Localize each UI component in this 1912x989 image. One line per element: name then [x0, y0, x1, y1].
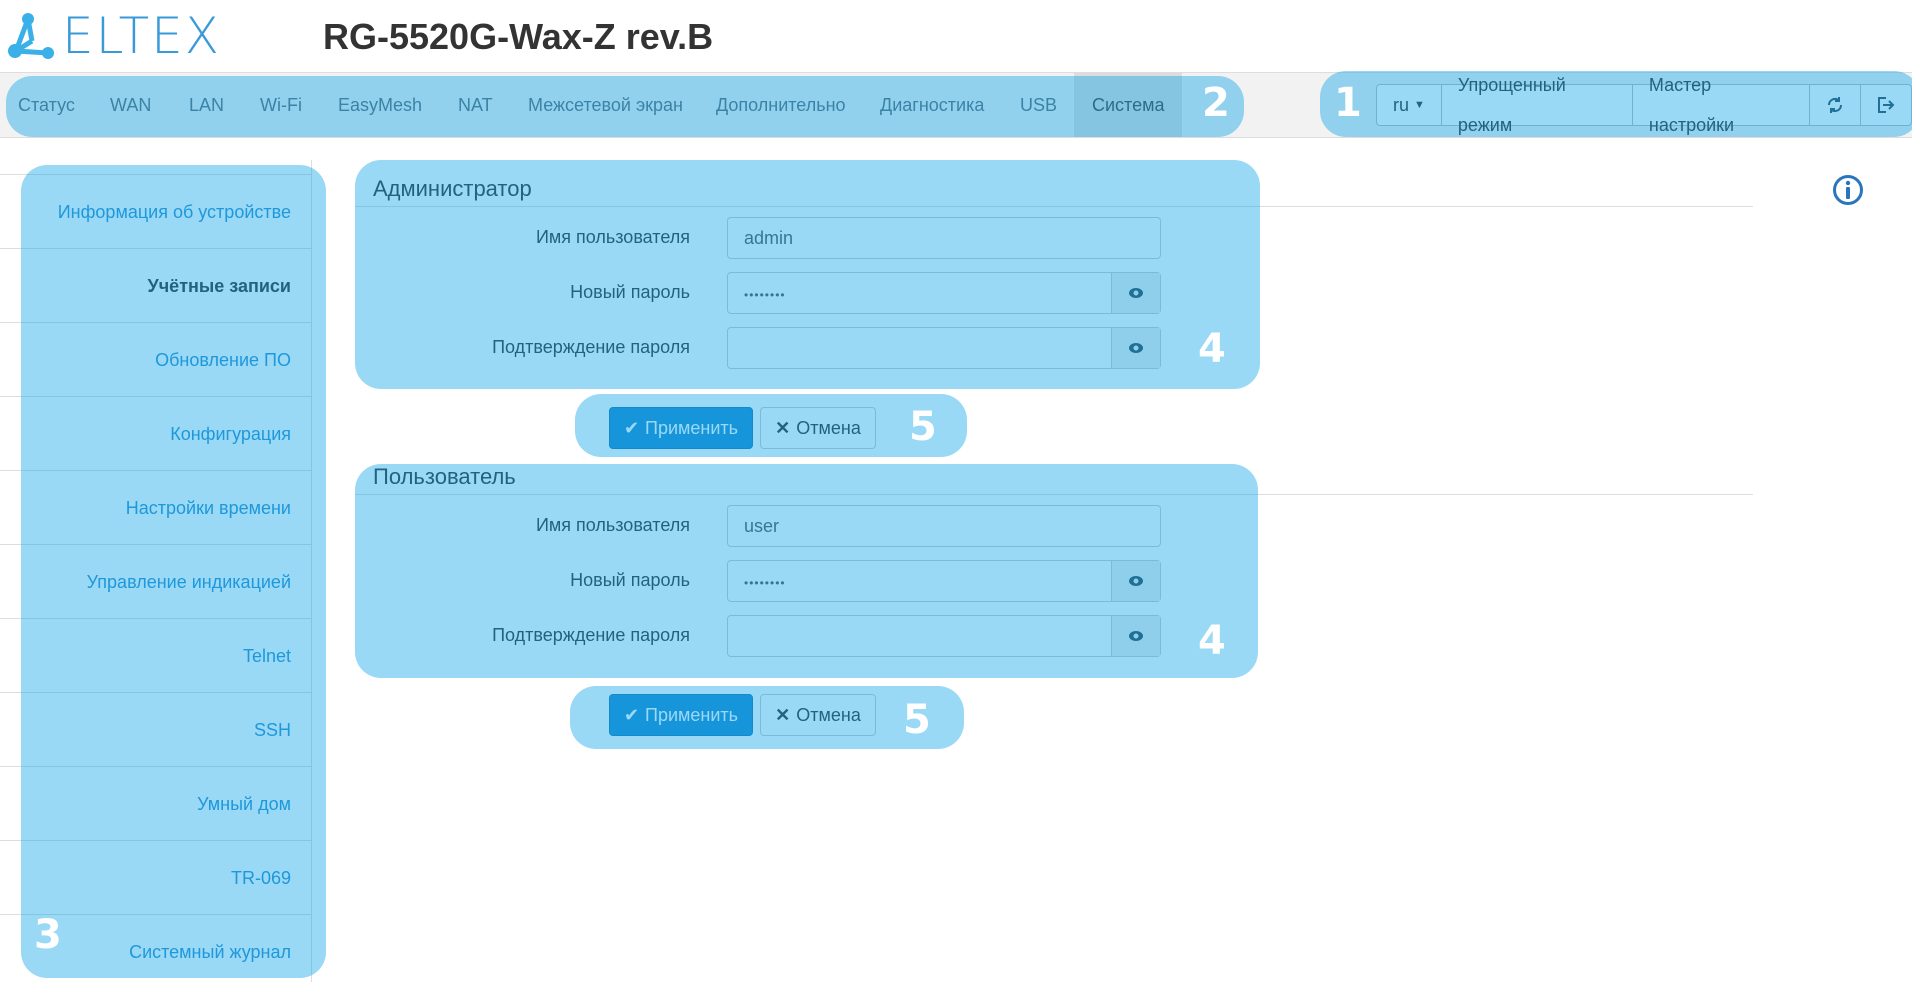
user-section-title: Пользователь: [373, 464, 516, 489]
sidebar-item-smart-home[interactable]: Умный дом: [0, 766, 311, 840]
admin-password-label: Новый пароль: [570, 282, 690, 302]
nav-wifi[interactable]: Wi-Fi: [260, 95, 302, 115]
admin-password-input[interactable]: ••••••••: [727, 272, 1161, 314]
admin-apply-button[interactable]: ✔Применить: [609, 407, 753, 449]
show-confirm-button[interactable]: [1111, 328, 1160, 368]
cancel-label: Отмена: [796, 704, 861, 725]
refresh-icon: [1827, 97, 1843, 113]
annotation-number: 5: [903, 697, 931, 743]
sidebar: Информация об устройстве Учётные записи …: [0, 174, 311, 988]
show-password-button[interactable]: [1111, 273, 1160, 313]
annotation-number: 1: [1334, 80, 1362, 126]
eye-icon: [1129, 343, 1143, 353]
nav-firewall[interactable]: Межсетевой экран: [528, 95, 683, 115]
user-confirm-input[interactable]: [727, 615, 1161, 657]
device-title: RG-5520G-Wax-Z rev.B: [323, 16, 714, 57]
eye-icon: [1129, 288, 1143, 298]
user-username-label: Имя пользователя: [535, 515, 690, 535]
sidebar-item-syslog[interactable]: Системный журнал: [0, 914, 311, 988]
nav-wan[interactable]: WAN: [110, 95, 152, 115]
user-confirm-label: Подтверждение пароля: [492, 625, 690, 645]
annotation-number: 4: [1198, 326, 1226, 372]
language-dropdown[interactable]: ru ▼: [1377, 85, 1442, 125]
admin-confirm-label: Подтверждение пароля: [492, 337, 690, 357]
admin-password-value: ••••••••: [744, 288, 786, 302]
user-password-label: Новый пароль: [570, 570, 690, 590]
nav-system[interactable]: Система: [1074, 73, 1182, 137]
user-apply-button[interactable]: ✔Применить: [609, 694, 753, 736]
admin-confirm-input[interactable]: [727, 327, 1161, 369]
nav-easymesh[interactable]: EasyMesh: [338, 95, 423, 115]
simple-mode-button[interactable]: Упрощенный режим: [1442, 75, 1633, 135]
nav-advanced[interactable]: Дополнительно: [716, 95, 846, 115]
sidebar-item-ssh[interactable]: SSH: [0, 692, 311, 766]
check-icon: ✔: [623, 704, 640, 725]
logout-button[interactable]: [1861, 85, 1911, 125]
divider: [355, 206, 1753, 207]
sidebar-item-configuration[interactable]: Конфигурация: [0, 396, 311, 470]
info-icon: [1833, 175, 1863, 205]
logout-icon: [1878, 97, 1895, 113]
user-cancel-button[interactable]: ✕Отмена: [760, 694, 876, 736]
eltex-logo: ELTEX: [6, 7, 246, 65]
setup-wizard-button[interactable]: Мастер настройки: [1633, 75, 1810, 135]
nav-usb[interactable]: USB: [1020, 95, 1058, 115]
eye-icon: [1129, 631, 1143, 641]
close-icon: ✕: [775, 704, 791, 725]
apply-label: Применить: [645, 704, 739, 725]
sidebar-item-time[interactable]: Настройки времени: [0, 470, 311, 544]
sidebar-item-leds[interactable]: Управление индикацией: [0, 544, 311, 618]
apply-label: Применить: [645, 417, 739, 438]
admin-section-title: Администратор: [373, 176, 532, 201]
language-value: ru: [1393, 95, 1410, 115]
annotation-number: 2: [1202, 80, 1230, 126]
refresh-button[interactable]: [1810, 85, 1861, 125]
show-password-button[interactable]: [1111, 561, 1160, 601]
cancel-label: Отмена: [796, 417, 861, 438]
user-password-value: ••••••••: [744, 576, 786, 590]
divider: [355, 494, 1753, 495]
user-password-input[interactable]: ••••••••: [727, 560, 1161, 602]
show-confirm-button[interactable]: [1111, 616, 1160, 656]
annotation-number: 5: [909, 404, 937, 450]
eye-icon: [1129, 576, 1143, 586]
sidebar-item-tr069[interactable]: TR-069: [0, 840, 311, 914]
nav-status[interactable]: Статус: [18, 95, 75, 115]
annotation-number: 3: [34, 912, 62, 958]
close-icon: ✕: [775, 417, 791, 438]
caret-down-icon: ▼: [1414, 99, 1425, 111]
admin-username-label: Имя пользователя: [535, 227, 690, 247]
sidebar-item-device-info[interactable]: Информация об устройстве: [0, 174, 311, 248]
sidebar-divider: [311, 160, 312, 982]
nav-nat[interactable]: NAT: [458, 95, 493, 115]
nav-diagnostics[interactable]: Диагностика: [880, 95, 985, 115]
check-icon: ✔: [623, 417, 640, 438]
toolbar: ru ▼ Упрощенный режим Мастер настройки: [1376, 75, 1912, 135]
user-username-input[interactable]: user: [727, 505, 1161, 547]
nav-lan[interactable]: LAN: [189, 95, 225, 115]
eltex-logo-icon: [8, 13, 54, 59]
logo-text: ELTEX: [62, 7, 221, 65]
info-button[interactable]: [1832, 174, 1864, 211]
sidebar-item-accounts[interactable]: Учётные записи: [0, 248, 311, 322]
admin-username-input[interactable]: admin: [727, 217, 1161, 259]
sidebar-item-telnet[interactable]: Telnet: [0, 618, 311, 692]
admin-cancel-button[interactable]: ✕Отмена: [760, 407, 876, 449]
annotation-number: 4: [1198, 618, 1226, 664]
sidebar-item-firmware[interactable]: Обновление ПО: [0, 322, 311, 396]
